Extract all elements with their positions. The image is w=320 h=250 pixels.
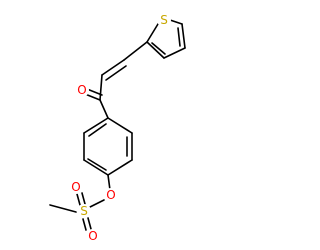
bond-carbonyl-o-2 — [86, 88, 103, 96]
bond-ester-o-sulfur — [89, 199, 105, 208]
atom-label: O — [71, 180, 80, 194]
atom-label: O — [77, 83, 86, 97]
bond-thiophene-c3-c4 — [163, 47, 186, 59]
bond-thiophene-c4-c5 — [181, 23, 186, 49]
bond-benzene-ester-o — [107, 174, 111, 191]
bond-carbonyl-benzene — [99, 99, 109, 119]
bond-benzene-6 — [83, 117, 109, 134]
atom-sulfonyl-oxygen-bottom: O — [86, 229, 100, 243]
atom-sulfonyl-oxygen-top: O — [69, 180, 83, 194]
bond-sulfur-o-bottom-1 — [82, 218, 87, 231]
bond-sulfur-methyl — [49, 204, 77, 213]
bond-sulfur-o-bottom-2 — [87, 217, 92, 230]
molecule-structure: S O O S O O — [49, 13, 186, 243]
bond-benzene-1 — [107, 117, 133, 134]
bond-benzene-inner-2 — [87, 158, 107, 171]
bond-thiophene-c2-c3-inner — [151, 42, 166, 55]
bond-benzene-3 — [107, 159, 133, 176]
atom-thiophene-sulfur: S — [157, 13, 171, 27]
bond-sulfur-o-top-1 — [76, 193, 81, 206]
bond-vinyl-double-inner — [105, 65, 127, 81]
atom-label: O — [106, 188, 115, 202]
bond-thiophene-c4-c5-inner — [177, 27, 181, 47]
bond-vinyl-carbonyl — [99, 74, 103, 101]
atom-carbonyl-oxygen: O — [75, 83, 89, 97]
atom-sulfonyl-sulfur: S — [77, 204, 91, 218]
bond-benzene-4 — [83, 159, 109, 176]
bond-benzene-inner-3 — [88, 123, 107, 137]
bond-thiophene-s-c2 — [146, 23, 159, 43]
bond-thiophene-c2-c3 — [146, 41, 165, 59]
bond-thiophene-vinyl — [123, 41, 148, 61]
bond-carbonyl-o-1 — [84, 93, 101, 101]
bond-thiophene-c5-s — [169, 19, 183, 25]
bond-vinyl-double — [101, 59, 125, 76]
atom-label: O — [88, 229, 97, 243]
atom-label: S — [80, 204, 88, 218]
atom-ester-oxygen: O — [104, 188, 118, 202]
atom-label: S — [160, 13, 168, 27]
bond-sulfur-o-top-2 — [81, 192, 86, 205]
